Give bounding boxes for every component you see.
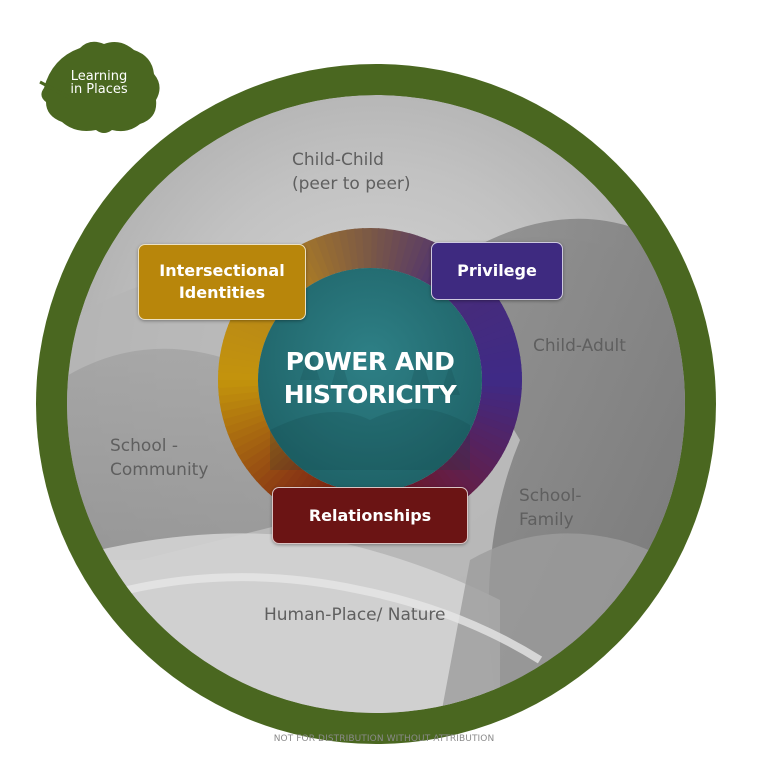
ring-slice (218, 384, 259, 396)
ring-slice (452, 450, 489, 483)
ring-slice (474, 325, 516, 347)
ring-slice (387, 229, 404, 271)
relationships-box: Relationships (272, 487, 468, 544)
ring-slice (225, 324, 266, 346)
learning-in-places-logo (39, 41, 160, 133)
logo-line-2: in Places (70, 82, 128, 97)
ring-slice (448, 454, 483, 489)
center-title-line-1: POWER AND (285, 347, 455, 376)
center-circle (258, 268, 482, 492)
ring-slice (479, 397, 521, 414)
ring-slice (230, 424, 271, 450)
ring-slice (315, 234, 337, 276)
ring-slice (477, 403, 519, 421)
ring-slice (237, 434, 277, 463)
ring-slice (480, 391, 522, 406)
ring-slice (459, 440, 498, 471)
label-child-child: Child-Child (peer to peer) (292, 150, 411, 194)
ring-slice (224, 413, 266, 435)
intersectional-line-1: Intersectional (159, 261, 285, 280)
ring-slice (308, 237, 331, 278)
ring-slice (479, 348, 521, 364)
privilege-label: Privilege (457, 261, 537, 280)
ring-slice (330, 230, 348, 272)
ring-slice (261, 458, 296, 493)
label-human-place: Human-Place/ Nature (264, 605, 446, 625)
intersectional-line-2: Identities (178, 283, 266, 302)
ring-slice (469, 310, 510, 336)
ring-slice (476, 408, 517, 429)
ring-slice (444, 459, 478, 495)
ring-slice (354, 228, 366, 269)
ring-slice (241, 440, 280, 470)
relationships-label: Relationships (308, 505, 432, 525)
ring-slice (393, 231, 411, 273)
footer-attribution: NOT FOR DISTRIBUTION WITHOUT ATTRIBUTION (273, 734, 495, 744)
ring-slice (381, 228, 396, 270)
ring-slice (323, 232, 343, 274)
ring-slice (219, 346, 261, 363)
ring-slice (338, 229, 354, 271)
label-child-adult: Child-Adult (533, 336, 626, 356)
ring-slice (466, 304, 507, 331)
ring-slice (481, 385, 522, 398)
ring-slice (481, 364, 522, 376)
ring-slice (472, 318, 513, 341)
ring-slice (398, 233, 419, 274)
ring-slice (223, 331, 264, 352)
center-title: POWER AND HISTORICITY (262, 345, 478, 411)
ring-slice (471, 420, 512, 444)
ring-slice (228, 316, 269, 340)
ring-slice (404, 235, 426, 276)
ring-slice (219, 396, 261, 412)
ring-slice (218, 362, 259, 375)
ring-slice (463, 297, 503, 326)
label-school-family: School- Family (519, 486, 582, 530)
ring-slice (246, 444, 283, 476)
ring-slice (463, 436, 502, 465)
ring-slice (218, 378, 259, 388)
logo-line-1: Learning (70, 69, 128, 84)
ring-slice (255, 454, 291, 488)
ring-slice (476, 333, 518, 353)
ring-slice (466, 430, 506, 458)
ring-slice (478, 340, 520, 358)
ring-slice (250, 449, 287, 482)
center-title-line-2: HISTORICITY (283, 380, 457, 409)
ring-slice (221, 339, 263, 357)
ring-slice (220, 402, 262, 420)
privilege-box: Privilege (431, 242, 563, 300)
ring-slice (233, 429, 274, 456)
ring-slice (218, 354, 260, 369)
label-school-community: School - Community (110, 436, 209, 480)
ring-slice (469, 425, 509, 451)
ring-slice (410, 238, 434, 279)
ring-slice (474, 414, 515, 436)
logo-text: Learning in Places (56, 70, 142, 96)
ring-slice (375, 228, 388, 269)
ring-slice (456, 445, 493, 477)
ring-slice (300, 240, 326, 281)
center-texture (270, 350, 470, 470)
ring-slice (222, 407, 264, 427)
intersectional-identities-box: Intersectional Identities (138, 244, 306, 320)
ring-slice (362, 228, 372, 269)
ring-slice (481, 372, 522, 382)
ring-slice (227, 419, 268, 442)
